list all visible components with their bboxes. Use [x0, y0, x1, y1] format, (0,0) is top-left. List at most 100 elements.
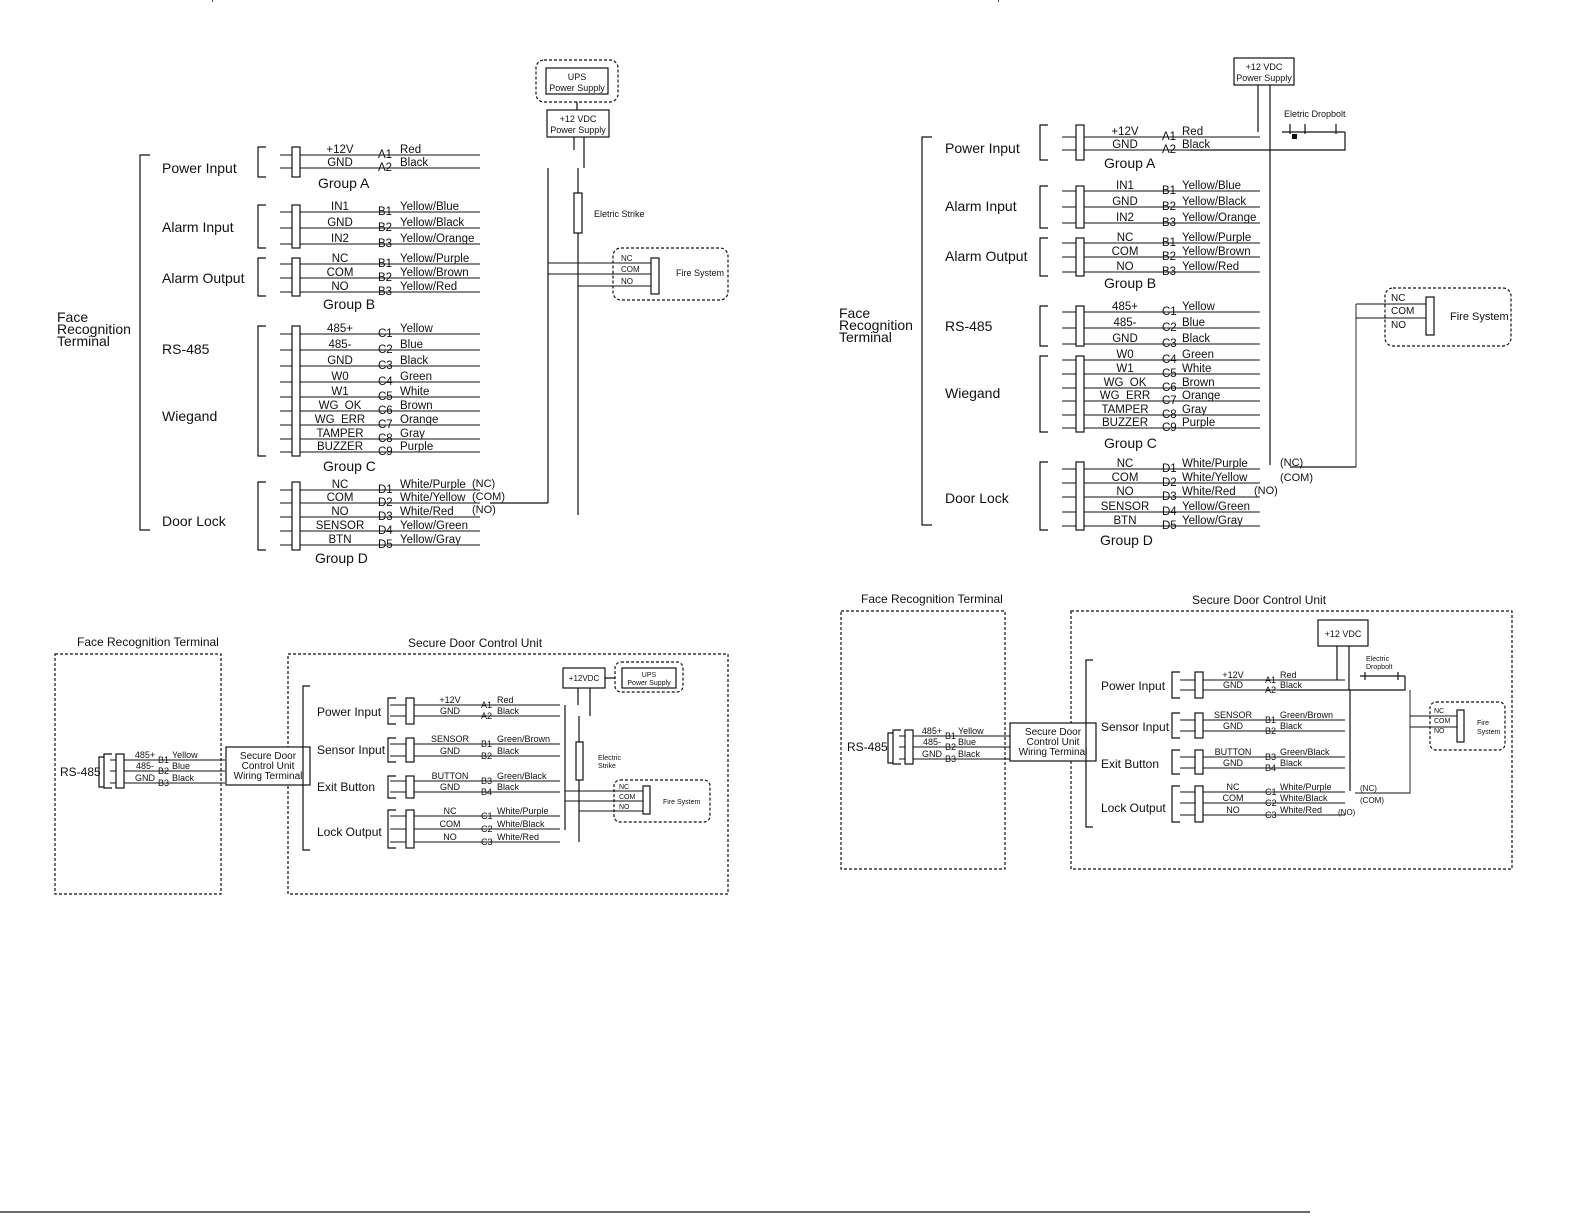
wire-color-label: Black [1182, 333, 1210, 345]
d2-nc-tag: (NC) [1280, 457, 1303, 469]
wire-color-label: Yellow/Green [400, 520, 468, 532]
signal-label: BUZZER [1102, 417, 1148, 429]
wire-color-label: Yellow/Black [400, 217, 464, 229]
wire-color-label: Yellow/Blue [400, 201, 459, 213]
terminal-block [1075, 124, 1085, 161]
psu-leads [1336, 646, 1350, 690]
wire-color-label: Yellow [958, 726, 984, 736]
wire-color-label: White [1182, 363, 1211, 375]
section-brace [1039, 305, 1048, 347]
signal-label: +12V [439, 695, 460, 705]
fire-wires [548, 262, 651, 287]
wiring-terminal-line3: Wiring Terminal [234, 771, 303, 782]
rs485-label: RS-485 [60, 765, 101, 779]
terminal-brace [921, 136, 932, 526]
signal-label: WG_OK [1104, 377, 1147, 389]
rs485-pin-rows: 485+B1Yellow485-B2BlueGNDB3BlackGNDB2Bla… [104, 0, 225, 789]
terminal-label-line1: Face [57, 309, 88, 325]
wire-color-label: Red [1280, 670, 1297, 680]
dropbolt-label-1: Electric [1366, 656, 1389, 663]
fire-com-label: COM [1391, 306, 1414, 317]
signal-label: COM [440, 819, 461, 829]
wire-color-label: Green/Black [1280, 747, 1330, 757]
signal-label: GND [440, 706, 461, 716]
group-b-label: Group B [1104, 275, 1156, 291]
fire-wires [565, 790, 643, 812]
pin-number: A1 [378, 149, 392, 161]
sdcu-brace [1085, 659, 1093, 828]
wire-color-label: White/Black [497, 819, 545, 829]
signal-label: GND [135, 0, 156, 2]
pin-number: B4 [481, 787, 492, 797]
pin-number: B3 [158, 0, 169, 2]
signal-label: COM [922, 0, 943, 2]
signal-label: BUTTON [127, 0, 164, 2]
signal-label: BTN [1114, 515, 1137, 527]
wire-color-label: Yellow/Blue [1182, 180, 1241, 192]
pin-number: C2 [158, 0, 170, 2]
wire-color-label: Brown [1182, 377, 1215, 389]
signal-label: NC [139, 0, 152, 2]
d1-nc-tag: (NC) [472, 478, 495, 490]
signal-label: BTN [329, 534, 352, 546]
pin-number: B4 [158, 0, 169, 2]
d4-nc-tag: (NC) [1360, 784, 1377, 793]
signal-label: GND [135, 773, 156, 783]
terminal-block [1194, 671, 1204, 699]
pin-number: B3 [378, 238, 392, 250]
terminal-block [115, 753, 125, 789]
pin-number: B2 [945, 0, 956, 2]
psu-label-2: Power Supply [550, 125, 606, 135]
pin-number: B2 [1162, 201, 1176, 213]
wiring-terminal-line3: Wiring Terminal [1019, 747, 1088, 758]
terminal-block [904, 729, 914, 765]
diagram-4-sdcu-dropbolt: Face Recognition Terminal Secure Door Co… [841, 0, 1513, 870]
signal-label: GND [922, 0, 943, 2]
psu-leads [573, 137, 585, 168]
section-brace [892, 729, 901, 765]
wire-color-label: Yellow/Green [1182, 501, 1250, 513]
fire-system-icon [642, 785, 651, 815]
group-b-label: Group B [323, 296, 375, 312]
signal-label: BUTTON [914, 0, 951, 2]
section-wiegand: Wiegand [945, 385, 1000, 401]
wire-color-label: Purple [1182, 417, 1215, 429]
ups-label-2: Power Supply [627, 680, 671, 687]
terminal-block [291, 481, 301, 551]
wiring-terminal-line1: Secure Door [1025, 727, 1082, 738]
wire-color-label: White/Red [1182, 486, 1236, 498]
pin-number: B1 [378, 206, 392, 218]
pin-number: B1 [1265, 715, 1276, 725]
pin-number: C1 [945, 0, 957, 2]
wire-color-label: Black [1280, 721, 1303, 731]
frt-title: Face Recognition Terminal [77, 635, 219, 649]
sdcu-title: Secure Door Control Unit [408, 636, 543, 650]
dropbolt-icon [1282, 124, 1345, 134]
frt-title: Face Recognition Terminal [861, 592, 1003, 606]
signal-label: NC [332, 253, 349, 265]
fire-wires [1355, 303, 1426, 467]
pin-number: C7 [1162, 395, 1177, 407]
signal-label: IN2 [331, 233, 349, 245]
signal-label: COM [327, 267, 354, 279]
terminal-block [1075, 461, 1085, 531]
pin-number: D3 [1162, 491, 1177, 503]
wire-color-label: Gray [400, 428, 425, 440]
